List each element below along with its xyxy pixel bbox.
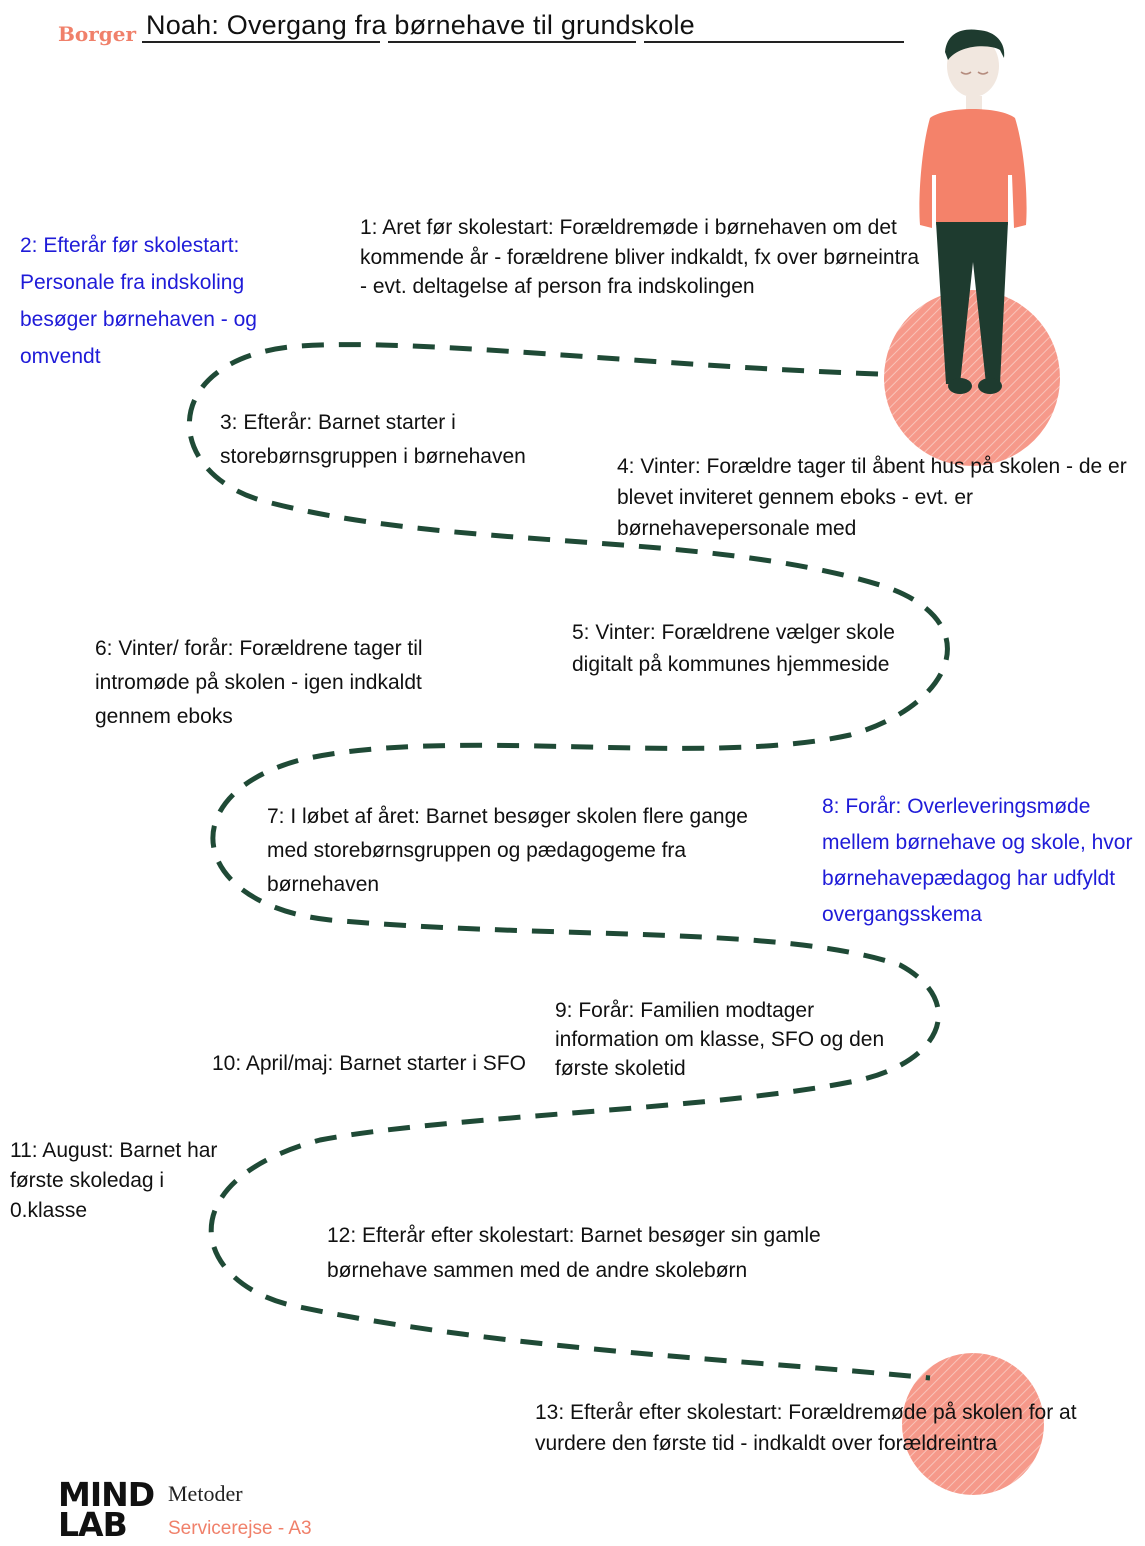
- person-figure: [919, 29, 1027, 394]
- step-8: 8: Forår: Overleveringsmøde mellem børne…: [822, 795, 1133, 926]
- logo-line-1: MIND: [58, 1475, 155, 1514]
- step-6: 6: Vinter/ forår: Forældrene tager til i…: [95, 637, 423, 728]
- step-11: 11: August: Barnet har første skoledag i…: [10, 1139, 218, 1222]
- title-underline: [142, 41, 904, 43]
- step-1: 1: Aret før skolestart: Forældremøde i b…: [360, 216, 920, 298]
- mindlab-logo: MIND LAB: [58, 1475, 155, 1544]
- header: Borger Noah: Overgang fra børnehave til …: [58, 8, 908, 48]
- service-label: Servicerejse - A3: [168, 1518, 312, 1539]
- footer: MIND LAB Metoder Servicerejse - A3: [58, 1478, 378, 1546]
- methods-label: Metoder: [168, 1481, 243, 1506]
- step-3: 3: Efterår: Barnet starter i storebørnsg…: [220, 411, 526, 468]
- title-underline-gap: [636, 38, 644, 44]
- step-4: 4: Vinter: Forældre tager til åbent hus …: [617, 455, 1127, 540]
- step-5: 5: Vinter: Forældrene vælger skole digit…: [572, 621, 895, 676]
- end-circle: [902, 1353, 1044, 1495]
- step-13: 13: Efterår efter skolestart: Forældremø…: [535, 1401, 1077, 1455]
- logo-line-2: LAB: [58, 1505, 128, 1544]
- step-12: 12: Efterår efter skolestart: Barnet bes…: [327, 1224, 821, 1282]
- start-circle: [884, 290, 1060, 466]
- page-title: Noah: Overgang fra børnehave til grundsk…: [146, 10, 695, 40]
- step-7: 7: I løbet af året: Barnet besøger skole…: [267, 805, 748, 896]
- journey-path: [186, 342, 950, 1381]
- step-2: 2: Efterår før skolestart: Personale fra…: [20, 234, 257, 368]
- category-label: Borger: [58, 22, 137, 46]
- step-9: 9: Forår: Familien modtager information …: [555, 999, 885, 1080]
- step-10: 10: April/maj: Barnet starter i SFO: [212, 1052, 526, 1075]
- title-underline-gap: [380, 38, 388, 44]
